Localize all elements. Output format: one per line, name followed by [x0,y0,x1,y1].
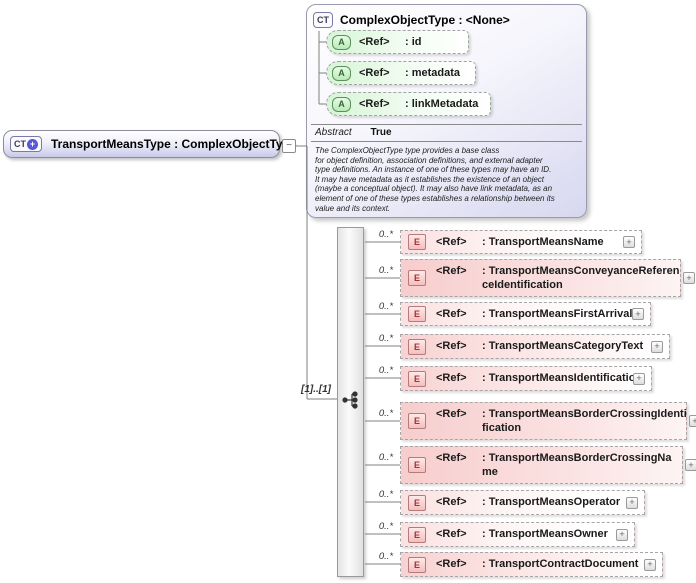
element-icon: E [408,370,426,387]
abstract-label: Abstract [315,127,352,138]
complex-type-icon: CT [313,12,333,28]
base-type-header: CT ComplexObjectType : <None> [313,12,510,28]
element-icon: E [408,494,426,511]
occurs-label: 0..* [378,265,394,276]
element-ref: <Ref> [436,235,467,248]
type-annotation: The ComplexObjectType type provides a ba… [315,146,555,213]
element-icon: E [408,556,426,573]
root-type-node[interactable]: CT + TransportMeansType : ComplexObjectT… [3,130,297,158]
element-ref: <Ref> [436,558,467,571]
occurs-label: 0..* [378,551,394,562]
element-name: : TransportMeansIdentification [482,372,643,385]
attribute-ref: <Ref> [359,98,390,110]
element-node-transportcontractdocument[interactable]: E <Ref> : TransportContractDocument + [400,552,663,577]
attribute-name: : id [405,36,422,48]
element-node-transportmeanscategorytext[interactable]: E <Ref> : TransportMeansCategoryText + [400,334,670,359]
base-type-node[interactable]: CT ComplexObjectType : <None> A <Ref> : … [306,4,587,218]
element-ref: <Ref> [436,496,467,509]
expand-button[interactable]: + [689,415,696,427]
occurs-label: 0..* [378,365,394,376]
expand-button[interactable]: + [632,308,644,320]
divider [311,141,582,142]
element-ref: <Ref> [436,372,467,385]
attribute-ref: <Ref> [359,67,390,79]
element-icon: E [408,457,426,473]
sequence-icon [342,391,358,409]
expand-button[interactable]: + [651,340,663,353]
element-name: : TransportMeansConveyanceReferenceIdent… [482,264,680,291]
complex-type-icon: CT + [10,136,42,152]
attribute-icon: A [332,96,351,112]
element-node-transportmeansfirstarrival[interactable]: E <Ref> : TransportMeansFirstArrival + [400,302,651,326]
element-node-transportmeansowner[interactable]: E <Ref> : TransportMeansOwner + [400,522,635,547]
occurs-label: 0..* [378,333,394,344]
element-icon: E [408,270,426,286]
element-icon: E [408,234,426,250]
element-name: : TransportMeansCategoryText [482,340,644,353]
attribute-node-metadata[interactable]: A <Ref> : metadata [326,61,476,85]
element-ref: <Ref> [436,451,467,464]
element-icon: E [408,306,426,322]
occurs-label: 0..* [378,521,394,532]
occurs-label: 0..* [378,301,394,312]
occurs-label: 0..* [378,452,394,463]
element-name: : TransportMeansOwner [482,528,608,541]
expand-button[interactable]: + [644,558,656,571]
element-icon: E [408,338,426,355]
base-type-title: ComplexObjectType : <None> [340,13,510,27]
divider [311,124,582,125]
attribute-name: : metadata [405,67,461,79]
abstract-value: True [370,127,392,138]
expand-button[interactable]: + [626,496,638,509]
element-name: : TransportMeansName [482,235,604,248]
occurs-label: 0..* [378,408,394,419]
attribute-name: : linkMetadata [405,98,479,110]
expand-button[interactable]: + [633,372,645,385]
element-name: : TransportMeansBorderCrossingIdentifica… [482,407,687,434]
attribute-node-id[interactable]: A <Ref> : id [326,30,469,54]
element-node-transportmeansoperator[interactable]: E <Ref> : TransportMeansOperator + [400,490,645,515]
collapse-button[interactable]: − [282,139,296,153]
element-ref: <Ref> [436,264,467,277]
element-node-transportmeansbordercrossingidentification[interactable]: E <Ref> : TransportMeansBorderCrossingIde… [400,402,696,440]
element-node-transportmeansconveyancereferenceidentification[interactable]: E <Ref> : TransportMeansConveyanceReferen… [400,259,695,297]
occurs-label: 0..* [378,229,394,240]
expand-button[interactable]: + [683,272,695,284]
element-icon: E [408,413,426,429]
attribute-node-linkmetadata[interactable]: A <Ref> : linkMetadata [326,92,491,116]
element-ref: <Ref> [436,307,467,320]
group-cardinality-label: [1]..[1] [301,384,331,395]
expand-button[interactable]: + [685,459,696,471]
attribute-icon: A [332,65,351,81]
element-ref: <Ref> [436,407,467,420]
expand-button[interactable]: + [623,236,635,248]
element-name: : TransportContractDocument [482,558,639,571]
element-node-transportmeansbordercrossingname[interactable]: E <Ref> : TransportMeansBorderCrossingNam… [400,446,696,484]
derived-type-plus-icon: + [27,138,38,150]
element-name: : TransportMeansBorderCrossingName [482,451,672,478]
expand-button[interactable]: + [616,528,628,541]
complex-type-icon-label: CT [14,139,26,149]
sequence-compositor-bar[interactable] [337,227,364,577]
occurs-label: 0..* [378,489,394,500]
element-node-transportmeansname[interactable]: E <Ref> : TransportMeansName + [400,230,642,254]
element-node-transportmeansidentification[interactable]: E <Ref> : TransportMeansIdentification + [400,366,652,391]
attribute-ref: <Ref> [359,36,390,48]
element-icon: E [408,526,426,543]
element-name: : TransportMeansOperator [482,496,621,509]
element-ref: <Ref> [436,340,467,353]
root-type-label: TransportMeansType : ComplexObjectType [51,137,297,151]
attribute-icon: A [332,34,351,50]
element-ref: <Ref> [436,528,467,541]
facet-row: Abstract True [315,127,392,138]
element-name: : TransportMeansFirstArrival [482,307,633,320]
